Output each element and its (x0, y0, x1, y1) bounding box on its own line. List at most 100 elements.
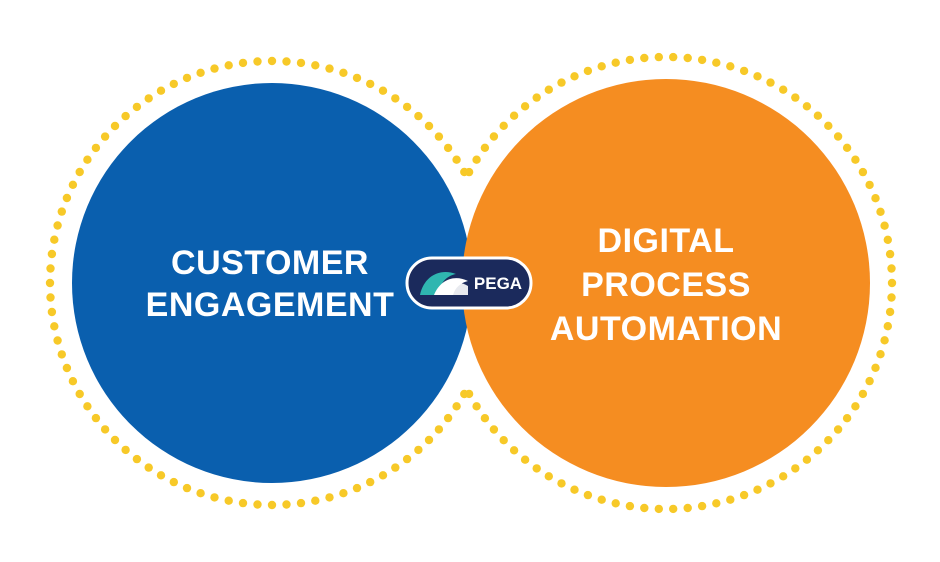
right-circle-label-line-2: PROCESS (581, 266, 751, 304)
ring-dot (169, 79, 178, 89)
ring-dot (669, 52, 678, 62)
ring-dot (75, 167, 84, 177)
ring-dot (753, 485, 762, 494)
right-circle-label-line-3: AUTOMATION (550, 310, 782, 348)
ring-dot (858, 167, 868, 177)
ring-dot (424, 435, 434, 445)
ring-dot (47, 249, 57, 259)
ring-dot (452, 155, 461, 164)
ring-dot (282, 57, 291, 66)
ring-dot (121, 111, 130, 121)
ring-dot (366, 477, 375, 487)
ring-dot (791, 464, 800, 473)
ring-dot (683, 53, 692, 63)
ring-dot (683, 503, 692, 513)
ring-dot (480, 414, 490, 423)
ring-dot (813, 111, 823, 120)
ring-dot (876, 350, 885, 359)
ring-dot (544, 85, 553, 94)
ring-dot (391, 94, 400, 103)
ring-dot (62, 363, 72, 373)
ring-dot (472, 402, 481, 411)
ring-dot (464, 389, 474, 399)
ring-dot (224, 61, 233, 70)
ring-dot (887, 278, 897, 288)
ring-dot (311, 61, 320, 70)
ring-dot (253, 57, 262, 66)
ring-dot (557, 479, 566, 488)
ring-dot (366, 79, 375, 89)
ring-dot (842, 414, 852, 423)
ring-dot (68, 180, 78, 189)
ring-dot (499, 121, 508, 130)
ring-dot (654, 504, 663, 514)
ring-dot (570, 72, 579, 81)
pega-logo-text: PEGA (474, 274, 522, 293)
ring-dot (583, 490, 593, 500)
dotted-ring-left (45, 56, 469, 510)
ring-dot (296, 498, 306, 508)
ring-dot (402, 102, 412, 112)
ring-dot (885, 307, 895, 317)
ring-dot (267, 56, 277, 66)
ring-dot (352, 73, 362, 83)
ring-dot (640, 503, 649, 513)
ring-dot (452, 402, 461, 411)
ring-dot (509, 446, 519, 455)
ring-dot (766, 78, 775, 87)
ring-dot (110, 435, 120, 445)
ring-dot (654, 52, 663, 62)
ring-dot (50, 235, 59, 244)
ring-dot (196, 489, 205, 498)
ring-dot (434, 132, 444, 141)
ring-dot (75, 389, 84, 399)
ring-dot (885, 249, 895, 259)
ring-dot (499, 436, 508, 445)
ring-dot (238, 58, 248, 68)
right-circle-label-line-1: DIGITAL (598, 222, 735, 260)
ring-dot (520, 455, 530, 464)
ring-dot (544, 472, 553, 481)
ring-dot (169, 477, 178, 487)
ring-dot (865, 376, 874, 386)
ring-dot (144, 94, 153, 103)
ring-dot (625, 55, 635, 65)
ring-dot (851, 402, 860, 411)
ring-dot (224, 496, 233, 505)
ring-dot (83, 402, 92, 411)
ring-dot (726, 62, 735, 71)
ring-dot (156, 471, 166, 480)
ring-dot (753, 72, 762, 81)
ring-dot (880, 336, 889, 345)
ring-dot (625, 501, 635, 511)
ring-dot (712, 499, 721, 508)
customer-engagement-circle (72, 83, 472, 483)
ring-dot (833, 425, 843, 434)
ring-dot (238, 498, 248, 508)
ring-dot (53, 221, 62, 230)
ring-dot (311, 496, 320, 505)
ring-dot (697, 501, 707, 511)
ring-dot (414, 445, 423, 455)
ring-dot (791, 93, 800, 102)
ring-dot (712, 58, 721, 67)
ring-dot (414, 111, 423, 121)
ring-dot (824, 436, 833, 445)
ring-dot (339, 489, 348, 498)
ring-dot (267, 500, 277, 510)
ring-dot (871, 194, 880, 203)
ring-dot (182, 73, 192, 83)
ring-dot (851, 155, 860, 164)
ring-dot (779, 472, 788, 481)
ring-dot (532, 93, 541, 102)
ring-dot (325, 493, 334, 502)
ring-dot (611, 499, 620, 508)
ring-dot (443, 413, 453, 423)
ring-dot (739, 66, 749, 76)
ring-dot (296, 58, 306, 68)
ring-dot (802, 102, 812, 111)
ring-dot (883, 322, 892, 331)
ring-dot (46, 264, 55, 273)
ring-dot (339, 68, 348, 78)
